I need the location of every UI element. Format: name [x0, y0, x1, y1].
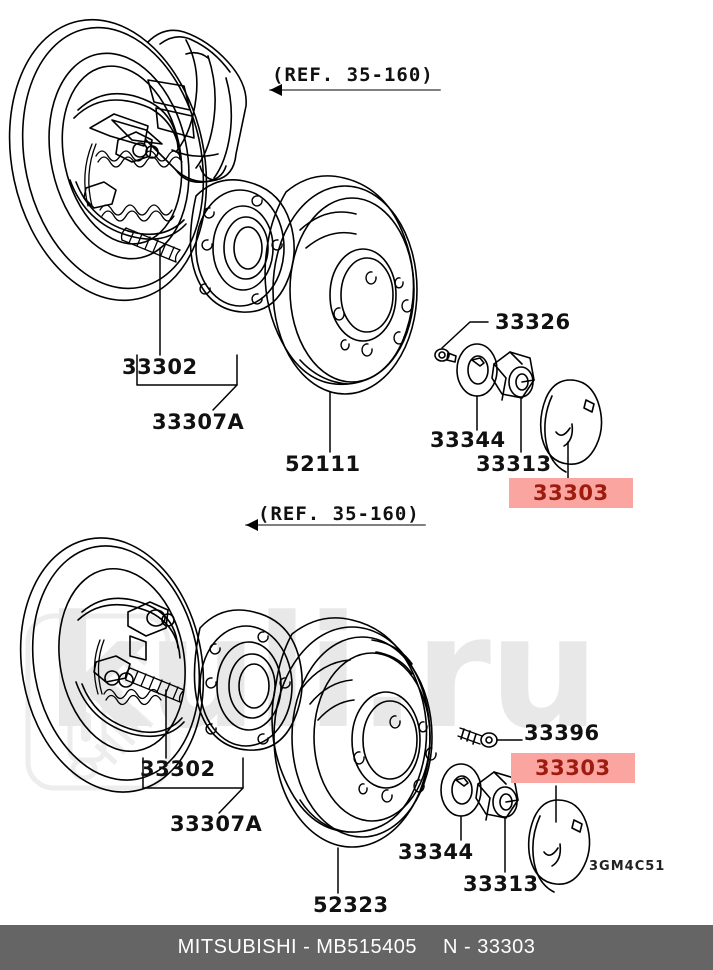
- footer-part-number: MB515405: [316, 936, 418, 958]
- lower-wheel-hub: [193, 609, 303, 751]
- callout-lower-52323: 52323: [313, 893, 389, 917]
- upper-reference-note: (REF. 35-160): [272, 64, 434, 86]
- upper-leader-lines: [136, 247, 569, 479]
- callout-lower-33344: 33344: [398, 840, 474, 864]
- upper-stud-bolt: [120, 227, 181, 263]
- upper-nut: [491, 351, 535, 401]
- lower-hub-cap: [527, 799, 591, 893]
- callout-upper-52111: 52111: [285, 452, 361, 476]
- lower-brake-drum: [271, 617, 437, 848]
- upper-washer: [456, 343, 498, 397]
- lower-leader-lines: [142, 689, 557, 894]
- callout-upper-33326: 33326: [495, 310, 571, 334]
- lower-nut: [475, 771, 519, 821]
- upper-small-bolt: [434, 348, 457, 363]
- footer-bar: MITSUBISHI - MB515405 N - 33303: [0, 925, 713, 970]
- upper-wheel-hub: [189, 179, 295, 313]
- lower-stud-bolt: [124, 667, 185, 703]
- upper-hub-cap: [539, 379, 603, 473]
- upper-caliper-assembly: [145, 29, 247, 184]
- lower-backing-plate: [19, 537, 205, 793]
- footer-separator: -: [303, 936, 311, 958]
- lower-washer: [440, 763, 482, 817]
- diagram-code: 3GM4C51: [589, 859, 666, 874]
- callout-upper-33303-highlighted: 33303: [509, 478, 633, 508]
- callout-lower-33396: 33396: [524, 721, 600, 745]
- callout-lower-33302: 33302: [140, 757, 216, 781]
- footer-group-label: N - 33303: [443, 936, 536, 958]
- callout-lower-33307a: 33307A: [170, 812, 263, 836]
- upper-backing-plate: [8, 18, 208, 302]
- callout-lower-33313: 33313: [463, 872, 539, 896]
- upper-ref-arrowhead: [270, 84, 282, 96]
- callout-upper-33307a: 33307A: [152, 410, 245, 434]
- lower-small-bolt: [457, 727, 498, 748]
- lower-reference-note: (REF. 35-160): [258, 503, 420, 525]
- lower-ref-arrowhead: [246, 519, 258, 531]
- callout-lower-33303-highlighted: 33303: [511, 753, 635, 783]
- callout-upper-33302: 33302: [122, 355, 198, 379]
- callout-upper-33344: 33344: [430, 428, 506, 452]
- footer-brand: MITSUBISHI: [177, 936, 298, 958]
- callout-upper-33313: 33313: [476, 452, 552, 476]
- upper-brake-rotor: [264, 175, 418, 395]
